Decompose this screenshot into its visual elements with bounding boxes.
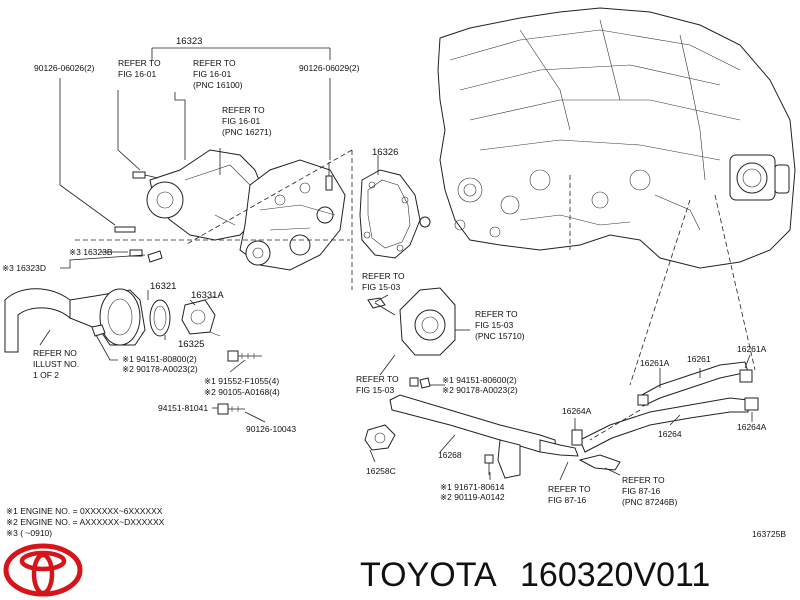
ref-fig-15-03-a-line2: FIG 15-03 <box>362 282 401 292</box>
engine-notes: ※1 ENGINE NO. = 0XXXXXX~6XXXXXX ※2 ENGIN… <box>6 506 165 538</box>
leader-lines <box>39 47 756 481</box>
ref-fig-15-03-b-line3: (PNC 15710) <box>475 331 525 341</box>
label-m1-94151-80800: ※1 94151-80800(2) <box>122 354 197 364</box>
ref-illust-line1: REFER NO <box>33 348 77 358</box>
label-90126-06026: 90126-06026(2) <box>34 63 95 73</box>
note-1: ※1 ENGINE NO. = 0XXXXXX~6XXXXXX <box>6 506 163 516</box>
engine-block-drawing <box>437 7 796 269</box>
label-m2-90105-a0168: ※2 90105-A0168(4) <box>204 387 280 397</box>
label-16323B: ※3 16323B <box>69 247 113 257</box>
ref-fig-15-03-c-line1: REFER TO <box>356 374 399 384</box>
ref-fig-87-16-b-line1: REFER TO <box>622 475 665 485</box>
ref-fig-87-16-b-line2: FIG 87-16 <box>622 486 661 496</box>
figure-id: 163725B <box>752 529 786 539</box>
brand-name: TOYOTA <box>360 556 497 594</box>
note-3: ※3 ( ~0910) <box>6 528 52 538</box>
label-16264A-top: 16264A <box>562 406 592 416</box>
ref-fig-16-01-b-line3: (PNC 16100) <box>193 80 243 90</box>
label-90126-10043: 90126-10043 <box>246 424 296 434</box>
ref-fig-15-03-b-line2: FIG 15-03 <box>475 320 514 330</box>
part-labels: 16323 90126-06026(2) REFER TO FIG 16-01 … <box>2 36 786 539</box>
ref-fig-16-01-a-line2: FIG 16-01 <box>118 69 157 79</box>
label-16323: 16323 <box>176 36 202 47</box>
label-16261A-left: 16261A <box>640 358 670 368</box>
label-16323D: ※3 16323D <box>2 263 46 273</box>
hose-and-thermostat-drawing <box>4 288 221 353</box>
ref-fig-15-03-c-line2: FIG 15-03 <box>356 385 395 395</box>
label-m1-91671-80614: ※1 91671-80614 <box>440 482 505 492</box>
label-16261: 16261 <box>687 354 711 364</box>
ref-fig-15-03-a-line1: REFER TO <box>362 271 405 281</box>
label-m2-90178-a0023: ※2 90178-A0023(2) <box>122 364 198 374</box>
ref-fig-16-01-a-line1: REFER TO <box>118 58 161 68</box>
bolts-drawing <box>217 350 494 475</box>
part-number: 160320V011 <box>520 556 710 594</box>
outlet-pipe-drawing <box>364 287 579 479</box>
ref-illust-line3: 1 OF 2 <box>33 370 59 380</box>
ref-fig-16-01-c-line2: FIG 16-01 <box>222 116 261 126</box>
gasket-16326-drawing <box>359 169 431 259</box>
ref-fig-87-16-a-line2: FIG 87-16 <box>548 495 587 505</box>
label-16264: 16264 <box>658 429 682 439</box>
label-m1-94151-80600: ※1 94151-80600(2) <box>442 375 517 385</box>
ref-fig-15-03-b-line1: REFER TO <box>475 309 518 319</box>
label-16326: 16326 <box>372 147 398 158</box>
label-16321: 16321 <box>150 281 176 292</box>
ref-illust-line2: ILLUST NO. <box>33 359 79 369</box>
ref-fig-16-01-c-line3: (PNC 16271) <box>222 127 272 137</box>
label-16261A-right: 16261A <box>737 344 767 354</box>
label-16325: 16325 <box>178 339 204 350</box>
label-90126-06029: 90126-06029(2) <box>299 63 360 73</box>
ref-fig-87-16-a-line1: REFER TO <box>548 484 591 494</box>
ref-fig-16-01-b-line1: REFER TO <box>193 58 236 68</box>
label-16331A: 16331A <box>191 290 224 301</box>
label-16258C: 16258C <box>366 466 396 476</box>
label-94151-81041: 94151-81041 <box>158 403 208 413</box>
label-m2-90119-a0142: ※2 90119-A0142 <box>440 492 505 502</box>
label-m1-91552-f1055: ※1 91552-F1055(4) <box>204 376 279 386</box>
label-m2-90178-a0023-b: ※2 90178-A0023(2) <box>442 385 518 395</box>
label-16264A-right: 16264A <box>737 422 767 432</box>
water-pump-drawing <box>114 149 346 271</box>
toyota-logo-icon <box>3 543 83 597</box>
note-2: ※2 ENGINE NO. = AXXXXXX~DXXXXXX <box>6 517 165 527</box>
ref-fig-16-01-b-line2: FIG 16-01 <box>193 69 232 79</box>
label-16268: 16268 <box>438 450 462 460</box>
hoses-right-drawing <box>571 361 759 471</box>
ref-fig-16-01-c-line1: REFER TO <box>222 105 265 115</box>
ref-fig-87-16-b-line3: (PNC 87246B) <box>622 497 677 507</box>
